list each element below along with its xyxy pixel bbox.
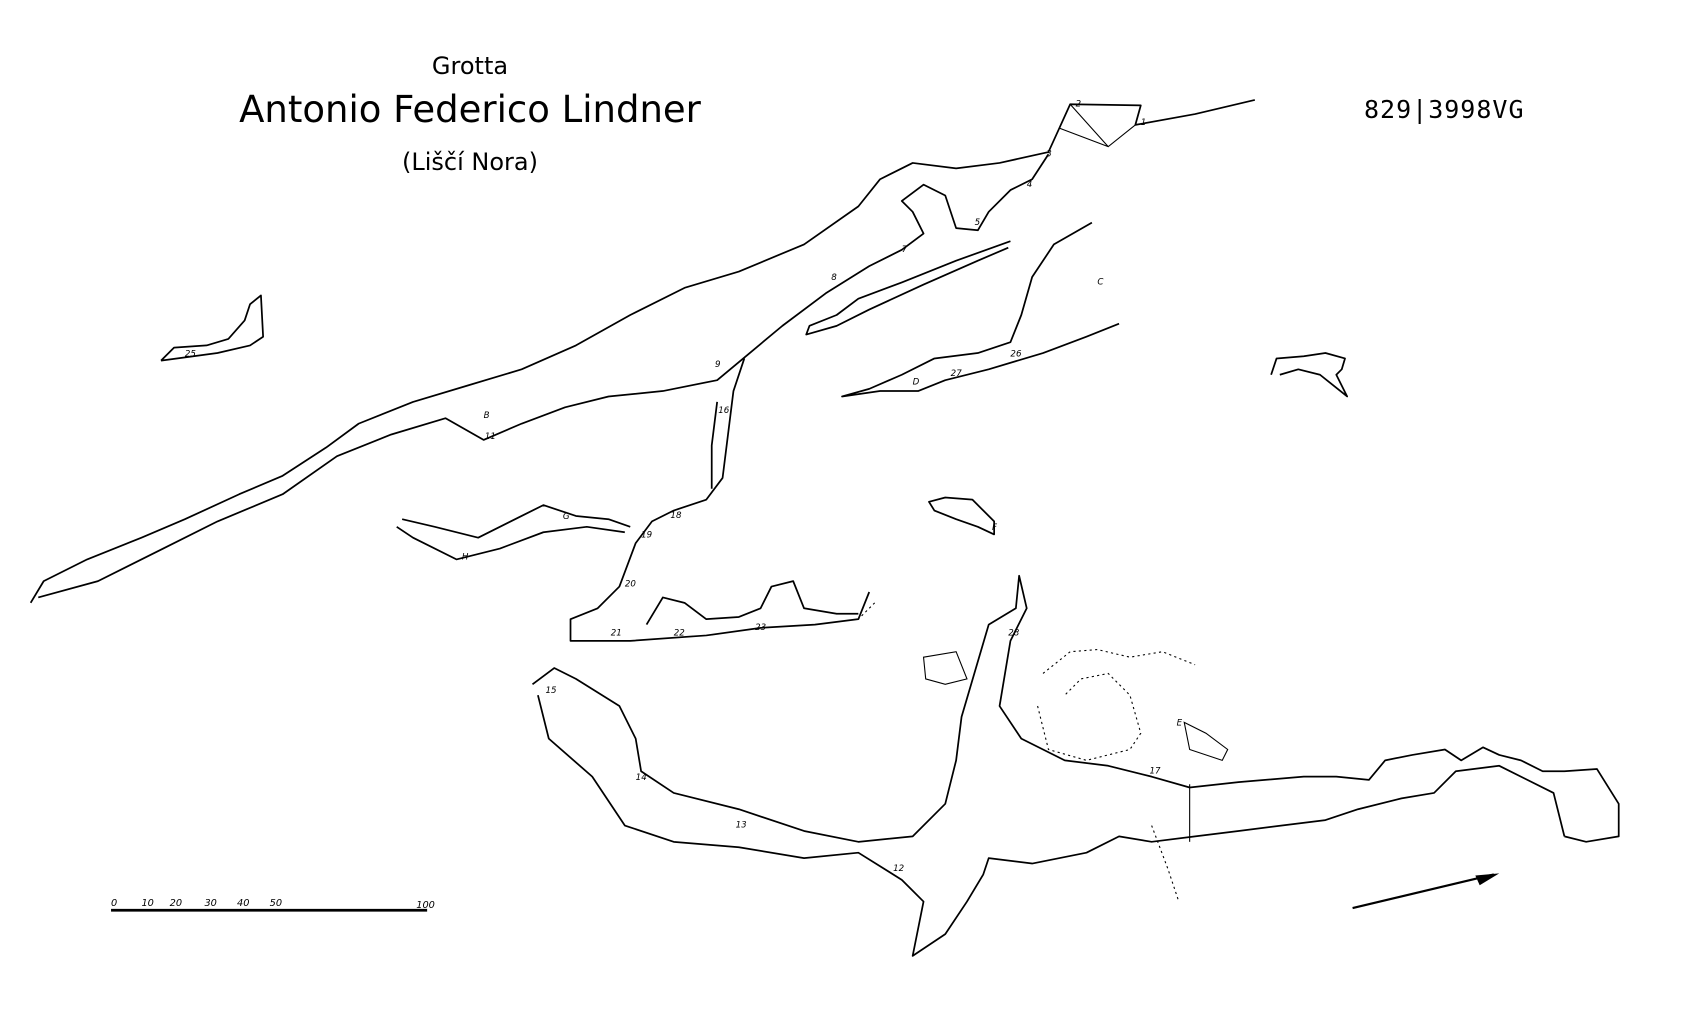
main-passage-upper-wall <box>29 99 1256 604</box>
station-label: D <box>913 378 920 388</box>
station-label: 26 <box>1010 349 1022 359</box>
dotted-upper-level-outline <box>857 602 1196 902</box>
station-label: 19 <box>641 531 652 541</box>
isolated-chamber-b-left <box>160 294 264 362</box>
upper-plan <box>29 99 1349 642</box>
station-label: 21 <box>611 628 622 638</box>
side-passage-h <box>396 504 631 561</box>
isolated-chamber-d-right <box>1270 352 1349 398</box>
station-label: G <box>563 512 570 522</box>
station-label: 2 <box>1076 99 1082 109</box>
station-label: 9 <box>715 360 721 370</box>
passage-23-lower <box>645 580 859 626</box>
station-label: H <box>462 552 469 562</box>
scale-tick-label: 0 <box>111 898 117 909</box>
station-label: F <box>992 523 998 533</box>
entrance-shaft <box>1059 103 1136 148</box>
station-label: 14 <box>636 773 647 783</box>
station-labels: 2 1 3 4 5 7 8 9 11 16 18 19 20 21 22 23 … <box>185 99 1183 874</box>
station-label: 7 <box>902 245 908 255</box>
scale-tick-label: 40 <box>237 898 249 909</box>
north-arrow-icon <box>1352 873 1500 910</box>
map-subtitle: (Liščí Nora) <box>402 148 538 176</box>
station-label: 3 <box>1046 149 1052 159</box>
station-label: 13 <box>736 821 747 831</box>
scale-bar: 0 10 20 30 40 50 100 <box>111 898 435 912</box>
station-label: 11 <box>485 432 496 442</box>
station-label: 1 <box>1141 118 1147 128</box>
descending-passage-16 <box>569 358 871 642</box>
station-label: 8 <box>831 273 837 283</box>
isolated-chamber-f <box>928 496 996 536</box>
station-label: 15 <box>546 686 558 696</box>
station-label: 20 <box>625 580 637 590</box>
station-label: 27 <box>951 369 963 379</box>
station-label: 23 <box>755 623 766 633</box>
lower-plan <box>531 574 1620 957</box>
lower-passage-lower-wall <box>537 694 1566 957</box>
map-title: Antonio Federico Lindner <box>239 88 701 131</box>
map-prefix: Grotta <box>431 52 509 80</box>
station-label: E <box>1177 719 1183 729</box>
station-label: 22 <box>674 628 685 638</box>
station-label: 25 <box>185 349 197 359</box>
station-label: 12 <box>893 864 904 874</box>
chamber-28-side <box>922 651 1229 762</box>
cave-cadastre-code: 829|3998VG <box>1364 95 1525 124</box>
lower-passage-upper-wall <box>531 574 1620 843</box>
main-passage-lower-wall <box>38 153 1050 599</box>
scale-tick-label: 10 <box>141 898 153 909</box>
side-passage-22 <box>805 240 1011 336</box>
station-label: 4 <box>1027 180 1033 190</box>
scale-tick-label: 50 <box>270 898 282 909</box>
station-label: B <box>484 411 490 421</box>
station-label: 18 <box>670 511 682 521</box>
station-label: C <box>1097 278 1104 288</box>
station-label: 5 <box>975 218 981 228</box>
scale-tick-label: 30 <box>204 898 216 909</box>
scale-tick-label: 20 <box>170 898 182 909</box>
scale-tick-label: 100 <box>416 900 435 911</box>
station-label: 17 <box>1149 766 1161 776</box>
side-passage-c <box>841 221 1120 398</box>
station-label: 16 <box>718 406 730 416</box>
station-label: 28 <box>1008 628 1020 638</box>
